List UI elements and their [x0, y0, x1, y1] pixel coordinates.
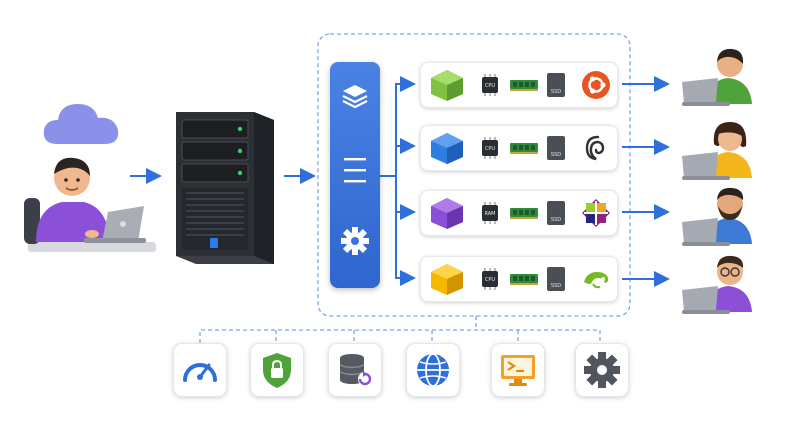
cpu-chip-icon: CPU — [482, 137, 498, 159]
ram-module-icon — [510, 274, 538, 285]
ssd-label: SSD — [551, 152, 561, 158]
power-led — [210, 238, 218, 248]
vm-cube-icon — [431, 133, 463, 164]
cpu-chip-icon: CPU — [482, 74, 498, 96]
settings-tile — [575, 343, 629, 397]
vm-host-dashed-frame — [317, 33, 631, 317]
vm-card-3: RAM SSD — [420, 190, 618, 236]
ram-module-icon — [510, 80, 538, 91]
vm-cube-icon — [431, 198, 463, 229]
ubuntu-icon — [582, 71, 610, 99]
speedometer-icon — [183, 363, 217, 382]
ssd-drive-icon: SSD — [547, 136, 565, 160]
cpu-chip-icon: RAM — [482, 202, 498, 224]
vm-cube-icon — [431, 264, 463, 295]
vm-cube-icon — [431, 70, 463, 101]
desk — [28, 242, 156, 252]
shield-lock-icon — [263, 353, 291, 388]
security-tile — [250, 343, 304, 397]
layers-icon — [342, 85, 368, 109]
chip-label: CPU — [485, 277, 496, 283]
network-tile — [406, 343, 460, 397]
terminal-monitor-icon — [501, 355, 535, 386]
ssd-label: SSD — [551, 89, 561, 95]
chair — [24, 198, 40, 244]
ssd-label: SSD — [551, 283, 561, 289]
vm-card-1: CPU SSD — [420, 62, 618, 108]
purple-shirt — [36, 202, 110, 242]
ssd-label: SSD — [551, 217, 561, 223]
remote-terminal-tile — [491, 343, 545, 397]
opensuse-icon — [584, 272, 609, 289]
vm-card-2: CPU SSD — [420, 125, 618, 171]
user-yellow-shirt — [682, 122, 752, 180]
debian-icon — [585, 135, 605, 161]
user-purple-shirt — [682, 255, 752, 314]
globe-network-icon — [417, 353, 449, 387]
backup-tile — [328, 343, 382, 397]
chip-label: CPU — [485, 146, 496, 152]
ssd-drive-icon: SSD — [547, 73, 565, 97]
chip-label: RAM — [484, 211, 495, 217]
user-blue-shirt — [682, 187, 752, 246]
hypervisor-panel — [330, 62, 380, 288]
cloud-icon — [43, 104, 119, 144]
hair — [54, 157, 90, 176]
user-with-laptop — [24, 157, 156, 252]
vm-card-4: CPU SSD — [420, 256, 618, 302]
centos-icon — [582, 199, 610, 227]
gear-icon — [584, 352, 620, 388]
speedometer-tile — [173, 343, 227, 397]
gear-icon — [341, 227, 369, 255]
ram-module-icon — [510, 208, 538, 219]
cpu-chip-icon: CPU — [482, 268, 498, 290]
menu-lines-icon — [344, 158, 366, 183]
ssd-drive-icon: SSD — [547, 267, 565, 291]
ssd-drive-icon: SSD — [547, 201, 565, 225]
user-green-shirt — [682, 48, 752, 106]
laptop-base — [84, 238, 146, 243]
database-backup-icon — [339, 354, 372, 386]
chip-label: CPU — [485, 83, 496, 89]
ram-module-icon — [510, 143, 538, 154]
server-tower-icon — [176, 112, 274, 264]
